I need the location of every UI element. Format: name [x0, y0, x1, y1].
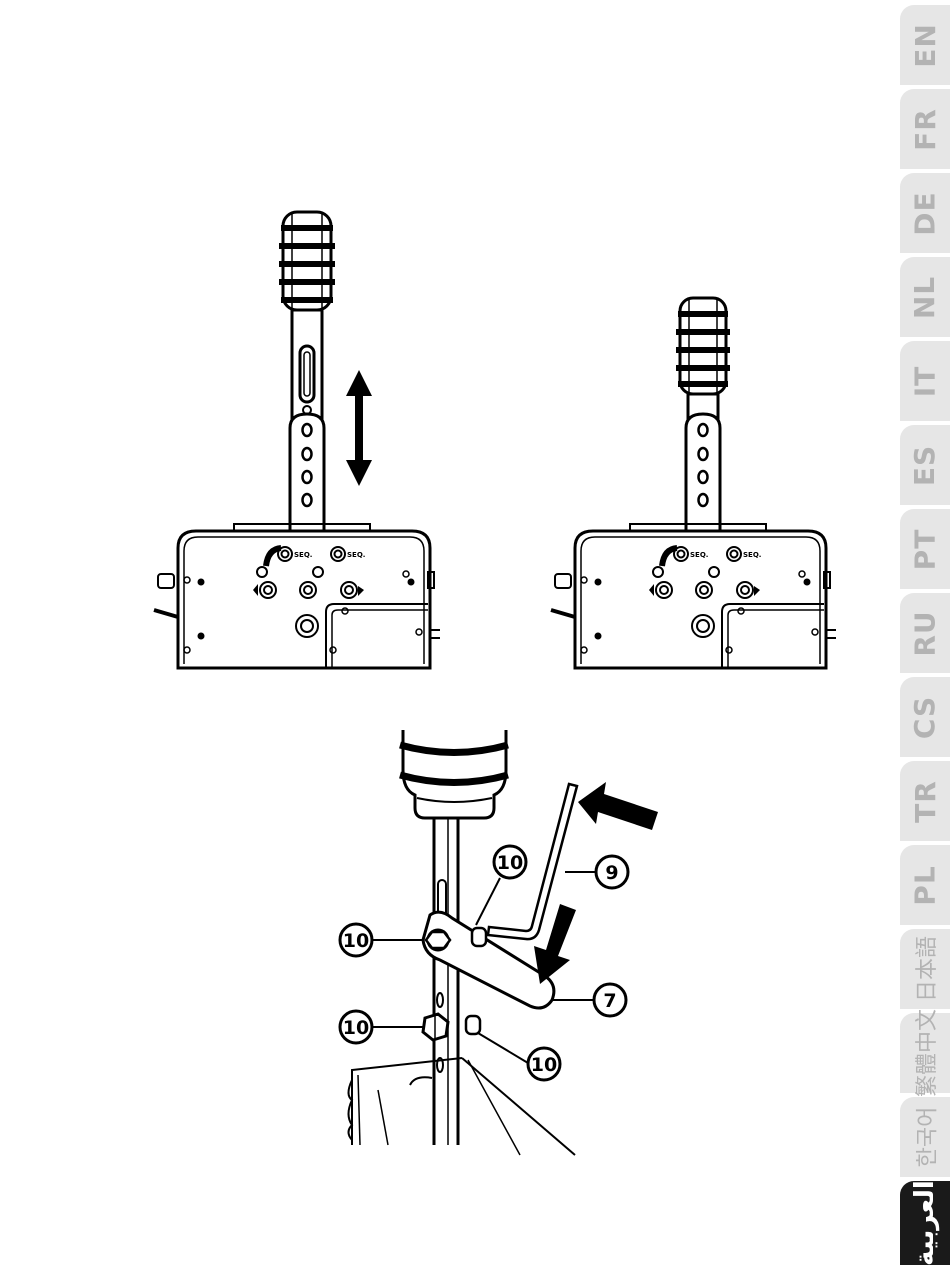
callout-10-top: 10 [494, 846, 526, 878]
tab-es[interactable]: ES [900, 425, 950, 505]
tab-ar[interactable]: العربية [900, 1181, 950, 1265]
tab-label: DE [909, 191, 942, 235]
tab-ja[interactable]: 日本語 [900, 929, 950, 1009]
tab-zh[interactable]: 繁體中文 [900, 1013, 950, 1093]
tab-de[interactable]: DE [900, 173, 950, 253]
tab-fr[interactable]: FR [900, 89, 950, 169]
tab-label: FR [909, 108, 942, 151]
callout-10-left-upper: 10 [340, 924, 372, 956]
callout-10-left-lower: 10 [340, 1011, 372, 1043]
tab-tr[interactable]: TR [900, 761, 950, 841]
tab-label: IT [909, 365, 942, 397]
tab-label: NL [909, 275, 942, 318]
svg-text:10: 10 [343, 1017, 369, 1039]
callout-9: 9 [596, 856, 628, 888]
seq-label-left-1: SEQ. [294, 551, 312, 559]
tab-label: ES [908, 444, 941, 485]
svg-text:10: 10 [497, 852, 523, 874]
installation-illustrations: SEQ. SEQ. [0, 0, 860, 1267]
tab-nl[interactable]: NL [900, 257, 950, 337]
callout-7: 7 [594, 984, 626, 1016]
svg-text:7: 7 [603, 990, 616, 1012]
tab-label: RU [908, 610, 941, 656]
seq-label-left-2: SEQ. [347, 551, 365, 559]
tab-it[interactable]: IT [900, 341, 950, 421]
tab-ko[interactable]: 한국어 [900, 1097, 950, 1177]
push-arrow [578, 782, 658, 830]
tab-en[interactable]: EN [900, 5, 950, 85]
shifter-lowered-illustration [551, 298, 836, 668]
tab-label: 繁體中文 [909, 1009, 941, 1097]
tab-label: TR [908, 780, 941, 823]
grip-knob [676, 298, 730, 394]
tab-label: CS [908, 695, 941, 738]
height-adjust-arrow [346, 370, 372, 486]
grip-knob [279, 212, 335, 310]
tab-label: PL [909, 865, 942, 905]
shifter-extended-illustration [154, 212, 440, 668]
language-tabs: EN FR DE NL IT ES PT RU CS TR PL 日本語 繁體中… [900, 0, 950, 1267]
seq-label-right-1: SEQ. [690, 551, 708, 559]
callout-10-right-lower: 10 [528, 1048, 560, 1080]
svg-text:10: 10 [531, 1054, 557, 1076]
tab-label: 日本語 [909, 936, 941, 1002]
tab-pt[interactable]: PT [900, 509, 950, 589]
tab-label-active: العربية [910, 1180, 940, 1266]
tab-cs[interactable]: CS [900, 677, 950, 757]
tab-ru[interactable]: RU [900, 593, 950, 673]
tab-label: PT [909, 528, 942, 570]
svg-text:10: 10 [343, 930, 369, 952]
seq-label-right-2: SEQ. [743, 551, 761, 559]
svg-text:9: 9 [605, 862, 618, 884]
tab-label: 한국어 [909, 1107, 941, 1168]
tab-pl[interactable]: PL [900, 845, 950, 925]
tab-label: EN [909, 23, 942, 68]
